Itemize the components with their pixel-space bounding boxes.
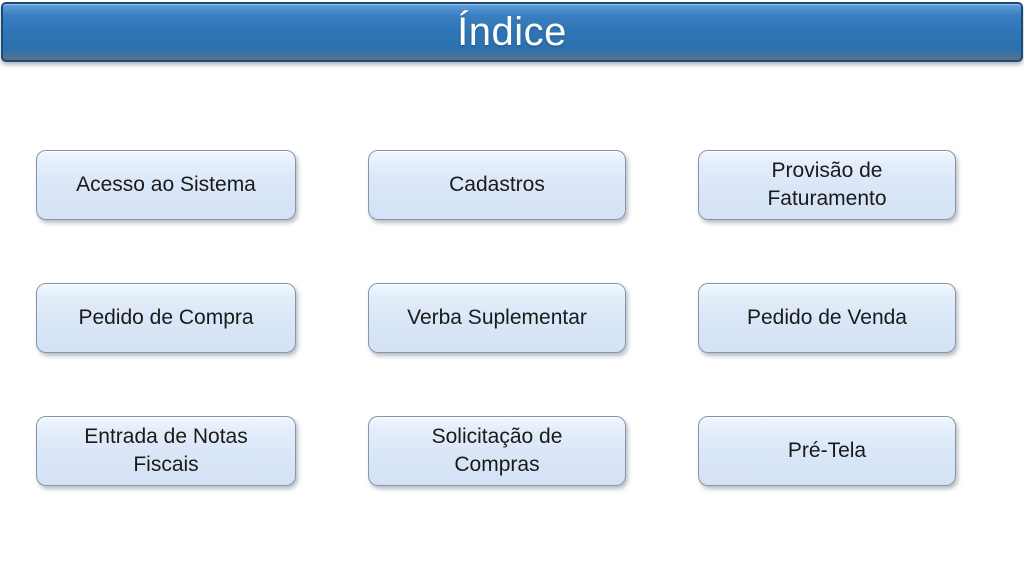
menu-button-acesso-ao-sistema[interactable]: Acesso ao Sistema: [36, 150, 296, 220]
menu-button-pedido-de-venda[interactable]: Pedido de Venda: [698, 283, 956, 353]
menu-button-provisao-de-faturamento[interactable]: Provisão de Faturamento: [698, 150, 956, 220]
page-title: Índice: [457, 9, 567, 54]
menu-button-grid: Acesso ao Sistema Cadastros Provisão de …: [36, 150, 956, 486]
menu-button-solicitacao-de-compras[interactable]: Solicitação de Compras: [368, 416, 626, 486]
menu-button-entrada-de-notas-fiscais[interactable]: Entrada de Notas Fiscais: [36, 416, 296, 486]
menu-button-pre-tela[interactable]: Pré-Tela: [698, 416, 956, 486]
title-banner: Índice: [1, 2, 1023, 62]
menu-button-pedido-de-compra[interactable]: Pedido de Compra: [36, 283, 296, 353]
menu-button-cadastros[interactable]: Cadastros: [368, 150, 626, 220]
menu-button-verba-suplementar[interactable]: Verba Suplementar: [368, 283, 626, 353]
